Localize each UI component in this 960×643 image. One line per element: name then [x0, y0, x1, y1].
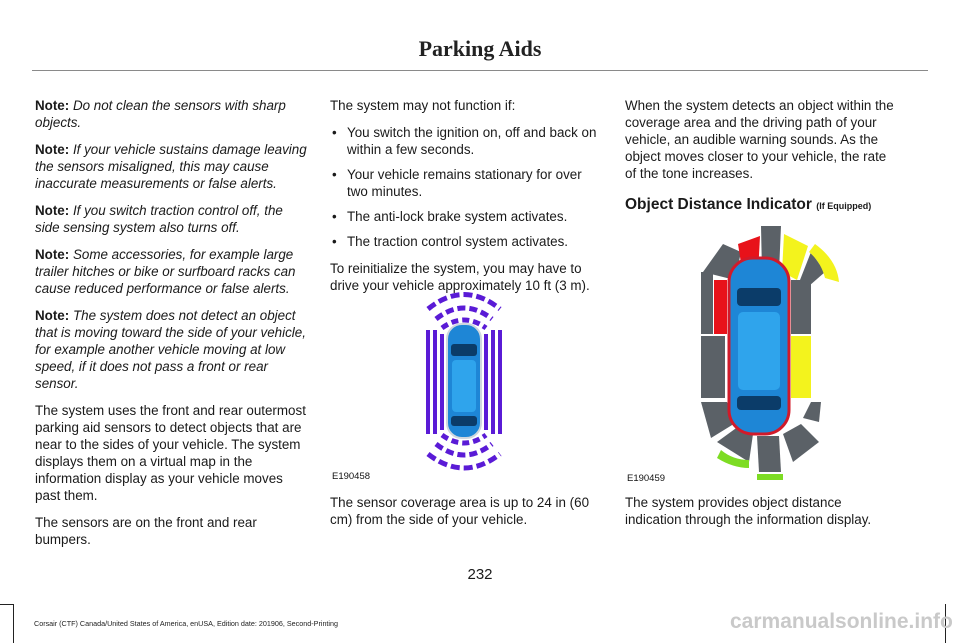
body-paragraph: The system may not function if:	[330, 98, 516, 113]
list-item: The anti-lock brake system activates.	[330, 208, 600, 225]
note-2: Note: If your vehicle sustains damage le…	[35, 142, 307, 191]
list-item: The traction control system activates.	[330, 233, 600, 250]
page-number: 232	[467, 566, 493, 583]
body-paragraph: When the system detects an object within…	[625, 98, 894, 181]
distance-indicator-illustration	[701, 226, 839, 480]
figure-code: E190459	[627, 473, 666, 484]
column-right: When the system detects an object within…	[625, 97, 897, 215]
body-paragraph: The system uses the front and rear outer…	[35, 403, 306, 503]
column-left: Note: Do not clean the sensors with shar…	[35, 97, 307, 558]
figure-caption: The system provides object distance indi…	[625, 495, 872, 527]
distance-indicator-figure: E190459	[625, 222, 897, 484]
note-5: Note: The system does not detect an obje…	[35, 308, 306, 391]
column-middle: The system may not function if: You swit…	[330, 97, 600, 304]
note-4: Note: Some accessories, for example larg…	[35, 247, 296, 296]
header-divider	[32, 70, 928, 71]
body-paragraph: The sensors are on the front and rear bu…	[35, 515, 257, 547]
footer-edition-info: Corsair (CTF) Canada/United States of Am…	[34, 619, 339, 628]
section-heading: Object Distance Indicator (If Equipped)	[625, 196, 872, 213]
note-1: Note: Do not clean the sensors with shar…	[35, 98, 286, 130]
figure-caption: The sensor coverage area is up to 24 in …	[330, 495, 590, 527]
condition-list: You switch the ignition on, off and back…	[330, 124, 600, 250]
note-3: Note: If you switch traction control off…	[35, 203, 283, 235]
crop-mark	[945, 604, 946, 643]
watermark: carmanualsonline.info	[730, 610, 953, 633]
sensor-coverage-illustration	[426, 292, 502, 471]
figure-code: E190458	[332, 471, 371, 482]
body-paragraph: To reinitialize the system, you may have…	[330, 261, 590, 293]
sensor-coverage-figure: E190458	[330, 282, 598, 482]
crop-mark	[0, 604, 14, 605]
crop-mark	[13, 604, 14, 643]
page-title: Parking Aids	[418, 36, 542, 61]
list-item: You switch the ignition on, off and back…	[330, 124, 600, 158]
list-item: Your vehicle remains stationary for over…	[330, 166, 600, 200]
